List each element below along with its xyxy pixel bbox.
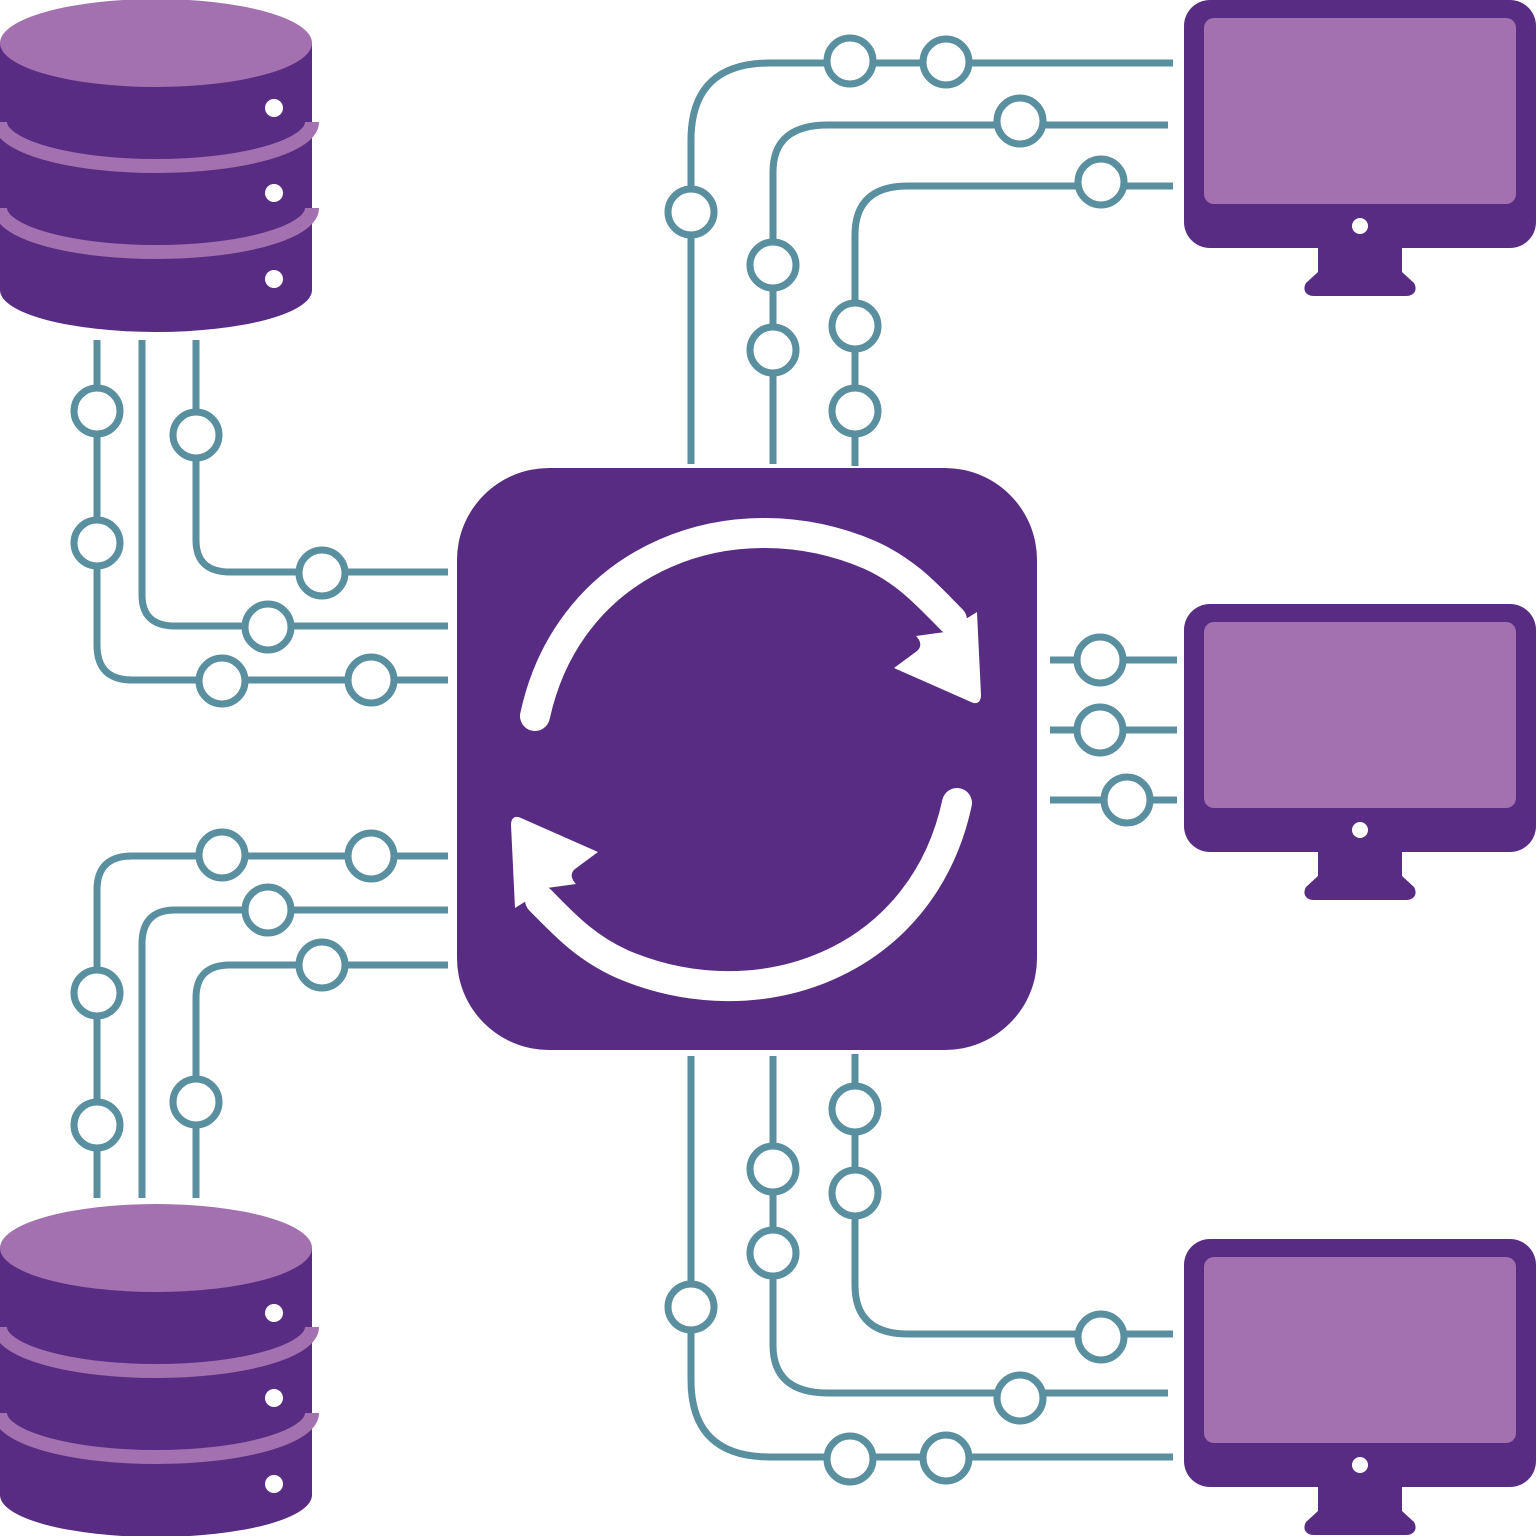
connector-node [993,94,1047,148]
connector-node [993,1371,1047,1425]
connector-node [70,966,124,1020]
refresh-sync-icon [511,518,981,1002]
power-light [1352,822,1368,838]
connectors-top-right-monitor [687,59,1173,466]
connector-node [1073,703,1127,757]
connector-wire [769,121,1168,464]
database-icon [0,1204,319,1536]
monitor-icon [1184,604,1536,900]
monitor-stand [1304,246,1416,296]
connector-wire [769,1056,1168,1397]
connector-node [195,654,249,708]
monitor-screen [1204,622,1516,808]
status-light [265,1389,283,1407]
connector-node [828,1166,882,1220]
sync-arrow-lower [525,788,972,1002]
connector-wire [687,1056,1173,1461]
database-body [0,1248,312,1536]
connector-node [195,828,249,882]
connector-node [70,1098,124,1152]
monitor-stand [1304,1485,1416,1535]
connector-node [746,323,800,377]
connector-node [823,34,877,88]
status-light [265,99,283,117]
connector-nodes-middle-right [1073,633,1154,827]
connector-wire [93,852,448,1198]
connector-wire [138,906,448,1198]
connector-node [70,384,124,438]
connector-node [1074,155,1128,209]
database-ring [0,121,319,173]
connector-node [823,1432,877,1486]
connector-node [1100,773,1154,827]
connector-node [241,600,295,654]
database-icon [0,0,319,332]
connector-node [1074,1310,1128,1364]
sync-arrow-upper [520,518,967,731]
database-ring [0,1326,319,1378]
connector-node [746,238,800,292]
connector-node [70,516,124,570]
connector-node [746,1142,800,1196]
connector-node [828,299,882,353]
power-light [1352,218,1368,234]
connector-wire [851,182,1173,466]
connector-node [746,1226,800,1280]
connectors-bottom-right-monitor [687,1054,1173,1461]
connector-node [344,653,398,707]
connector-node [664,185,718,239]
connector-wire [192,961,448,1198]
status-light [265,1304,283,1322]
status-light [265,270,283,288]
sync-arrow-upper-head [894,612,981,704]
hub-box [457,468,1037,1050]
monitor-stand [1304,850,1416,900]
database-top [0,0,312,87]
connector-node [919,1431,973,1485]
connector-wire [851,1054,1173,1338]
connector-node [295,546,349,600]
connector-node [828,384,882,438]
monitor-icon [1184,0,1536,296]
connector-node [828,1082,882,1136]
database-ring [0,1412,319,1464]
connectors-top-left-database [93,340,448,684]
connector-node [241,883,295,937]
database-ring [0,207,319,259]
monitor-screen [1204,18,1516,204]
connector-node [1073,633,1127,687]
database-top [0,1204,312,1292]
status-light [265,1475,283,1493]
connector-nodes-top-left [70,384,398,708]
connector-node [919,35,973,89]
connector-wire [687,59,1173,464]
connector-wire [192,340,448,576]
connectors-bottom-left-database [93,852,448,1198]
connector-wire [93,340,448,684]
connector-node [295,938,349,992]
status-light [265,184,283,202]
connector-nodes-bottom-left [70,828,398,1152]
connector-node [664,1280,718,1334]
connector-node [169,408,223,462]
power-light [1352,1457,1368,1473]
sync-arrow-lower-head [511,816,598,908]
database-body [0,43,312,332]
connector-node [344,829,398,883]
sync-hub [457,468,1037,1050]
connector-nodes-bottom-right [664,1082,1128,1486]
connector-nodes-top-right [664,34,1128,438]
monitor-icon [1184,1239,1536,1535]
connector-wire [138,340,448,630]
monitor-screen [1204,1257,1516,1443]
connector-node [169,1075,223,1129]
